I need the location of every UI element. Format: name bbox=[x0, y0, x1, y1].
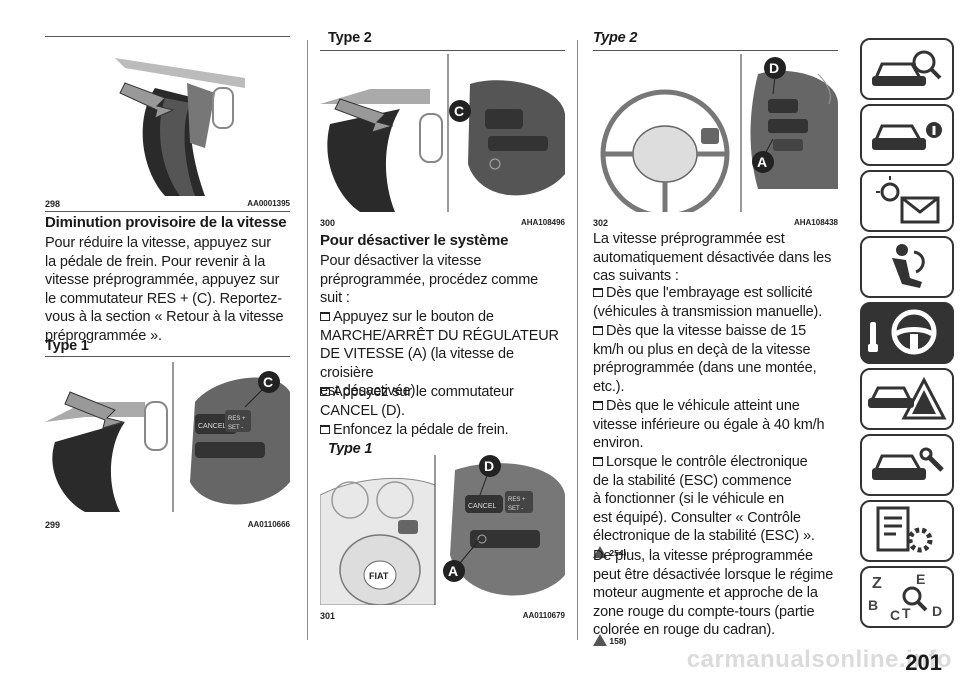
tab-vehicle-info[interactable] bbox=[860, 104, 954, 166]
tab-technical-data[interactable] bbox=[860, 500, 954, 562]
figure-302-caption: 302 AHA108438 bbox=[593, 218, 838, 228]
svg-text:E: E bbox=[916, 571, 925, 587]
tab-starting-driving[interactable] bbox=[860, 302, 954, 364]
car-info-icon bbox=[872, 122, 942, 150]
type-label: Type 1 bbox=[328, 441, 373, 457]
figure-reference: AA0001395 bbox=[247, 199, 290, 208]
airbag-seat-icon bbox=[892, 244, 925, 288]
top-rule bbox=[45, 36, 290, 37]
bullet-icon bbox=[593, 457, 603, 466]
figure-302: D A bbox=[593, 54, 838, 212]
tab-emergency[interactable] bbox=[860, 368, 954, 430]
car-wrench-icon bbox=[872, 447, 944, 480]
cancel-label: CANCEL bbox=[198, 423, 227, 430]
warning-triangle-icon bbox=[593, 546, 607, 560]
tab-know-vehicle[interactable] bbox=[860, 38, 954, 100]
car-search-icon bbox=[872, 50, 942, 86]
brake-pedal-illustration bbox=[115, 58, 245, 196]
page-number: 201 bbox=[905, 650, 942, 675]
tab-maintenance[interactable] bbox=[860, 434, 954, 496]
svg-text:Z: Z bbox=[872, 575, 882, 592]
figure-300-caption: 300 AHA108496 bbox=[320, 218, 565, 228]
bullet-icon bbox=[593, 401, 603, 410]
steering-switch-illustration: C bbox=[320, 54, 565, 212]
tab-index[interactable]: Z E B C T D bbox=[860, 566, 954, 628]
bullet-item: Lorsque le contrôle électronique de la s… bbox=[593, 454, 815, 545]
paragraph: Pour réduire la vitesse, appuyez sur la … bbox=[45, 235, 284, 344]
steering-wheel-illustration: D A bbox=[600, 54, 838, 212]
figure-300: C bbox=[320, 54, 565, 212]
res-label: RES + bbox=[228, 416, 246, 422]
column-divider-1 bbox=[307, 40, 308, 640]
svg-text:T: T bbox=[902, 605, 911, 621]
steering-switch-illustration: CANCEL RES + SET - C bbox=[45, 362, 290, 512]
bullet-item: Enfoncez la pédale de frein. bbox=[320, 421, 570, 440]
tab-safety[interactable] bbox=[860, 236, 954, 298]
document-gear-icon bbox=[876, 506, 933, 553]
figure-299-caption: 299 AA0110666 bbox=[45, 520, 290, 530]
caption-rule bbox=[45, 211, 290, 212]
svg-text:CANCEL: CANCEL bbox=[468, 503, 497, 510]
figure-number: 298 bbox=[45, 199, 61, 209]
callout-d: D bbox=[484, 458, 494, 474]
bullet-icon bbox=[593, 326, 603, 335]
type-label: Type 2 bbox=[328, 30, 372, 46]
figure-rule bbox=[320, 50, 565, 51]
figure-301-caption: 301 AA0110679 bbox=[320, 611, 565, 621]
figure-301: FIAT CANCEL RES + SET - D A bbox=[320, 455, 565, 605]
figure-rule bbox=[593, 50, 838, 51]
bullet-icon bbox=[320, 387, 330, 396]
type-label: Type 2 bbox=[593, 30, 638, 46]
figure-298-caption: 298 AA0001395 bbox=[45, 199, 290, 211]
watermark: carmanualsonline.info bbox=[686, 646, 952, 673]
svg-text:C: C bbox=[890, 607, 900, 623]
paragraph: La vitesse préprogrammée est automatique… bbox=[593, 231, 832, 285]
bullet-item: Appuyez sur le bouton de MARCHE/ARRÊT DU… bbox=[320, 309, 559, 400]
svg-text:SET -: SET - bbox=[508, 506, 523, 512]
bullet-icon bbox=[320, 425, 330, 434]
bullet-item: Appuyez sur le commutateur CANCEL (D). bbox=[320, 384, 514, 419]
section-heading: Diminution provisoire de la vitesse bbox=[45, 214, 287, 231]
steering-wheel-key-icon bbox=[868, 309, 937, 355]
alphabetical-index-icon: Z E B C T D bbox=[868, 571, 942, 623]
svg-text:B: B bbox=[868, 597, 878, 613]
warning-reference[interactable]: 254) bbox=[593, 546, 626, 560]
dashboard-steering-illustration: FIAT CANCEL RES + SET - D A bbox=[320, 455, 565, 605]
warning-triangle-icon bbox=[593, 634, 607, 648]
figure-298 bbox=[95, 58, 245, 196]
bullet-item: Dès que la vitesse baisse de 15 km/h ou … bbox=[593, 323, 817, 395]
callout-c: C bbox=[263, 374, 273, 390]
paragraph: De plus, la vitesse préprogrammée peut ê… bbox=[593, 548, 834, 639]
bullet-item: Dès que le véhicule atteint une vitesse … bbox=[593, 398, 825, 452]
figure-299: CANCEL RES + SET - C bbox=[45, 362, 290, 512]
set-label: SET - bbox=[228, 425, 243, 431]
bullet-item: Dès que l'embrayage est sollicité (véhic… bbox=[593, 285, 823, 320]
bullet-icon bbox=[320, 312, 330, 321]
paragraph: Pour désactiver la vitesse préprogrammée… bbox=[320, 253, 539, 307]
fiat-logo: FIAT bbox=[369, 571, 389, 581]
callout-a: A bbox=[448, 563, 458, 579]
tab-warning-lights[interactable] bbox=[860, 170, 954, 232]
svg-text:D: D bbox=[932, 603, 942, 619]
callout-a: A bbox=[757, 154, 767, 170]
svg-text:RES +: RES + bbox=[508, 497, 526, 503]
warning-light-message-icon bbox=[876, 176, 940, 224]
column-divider-2 bbox=[577, 40, 578, 640]
car-warning-triangle-icon bbox=[868, 376, 947, 420]
bullet-icon bbox=[593, 288, 603, 297]
warning-reference[interactable]: 158) bbox=[593, 634, 626, 648]
section-heading: Pour désactiver le système bbox=[320, 232, 509, 249]
type-label: Type 1 bbox=[45, 338, 89, 354]
callout-c: C bbox=[454, 103, 464, 119]
callout-d: D bbox=[769, 60, 779, 76]
figure-rule bbox=[45, 356, 290, 357]
